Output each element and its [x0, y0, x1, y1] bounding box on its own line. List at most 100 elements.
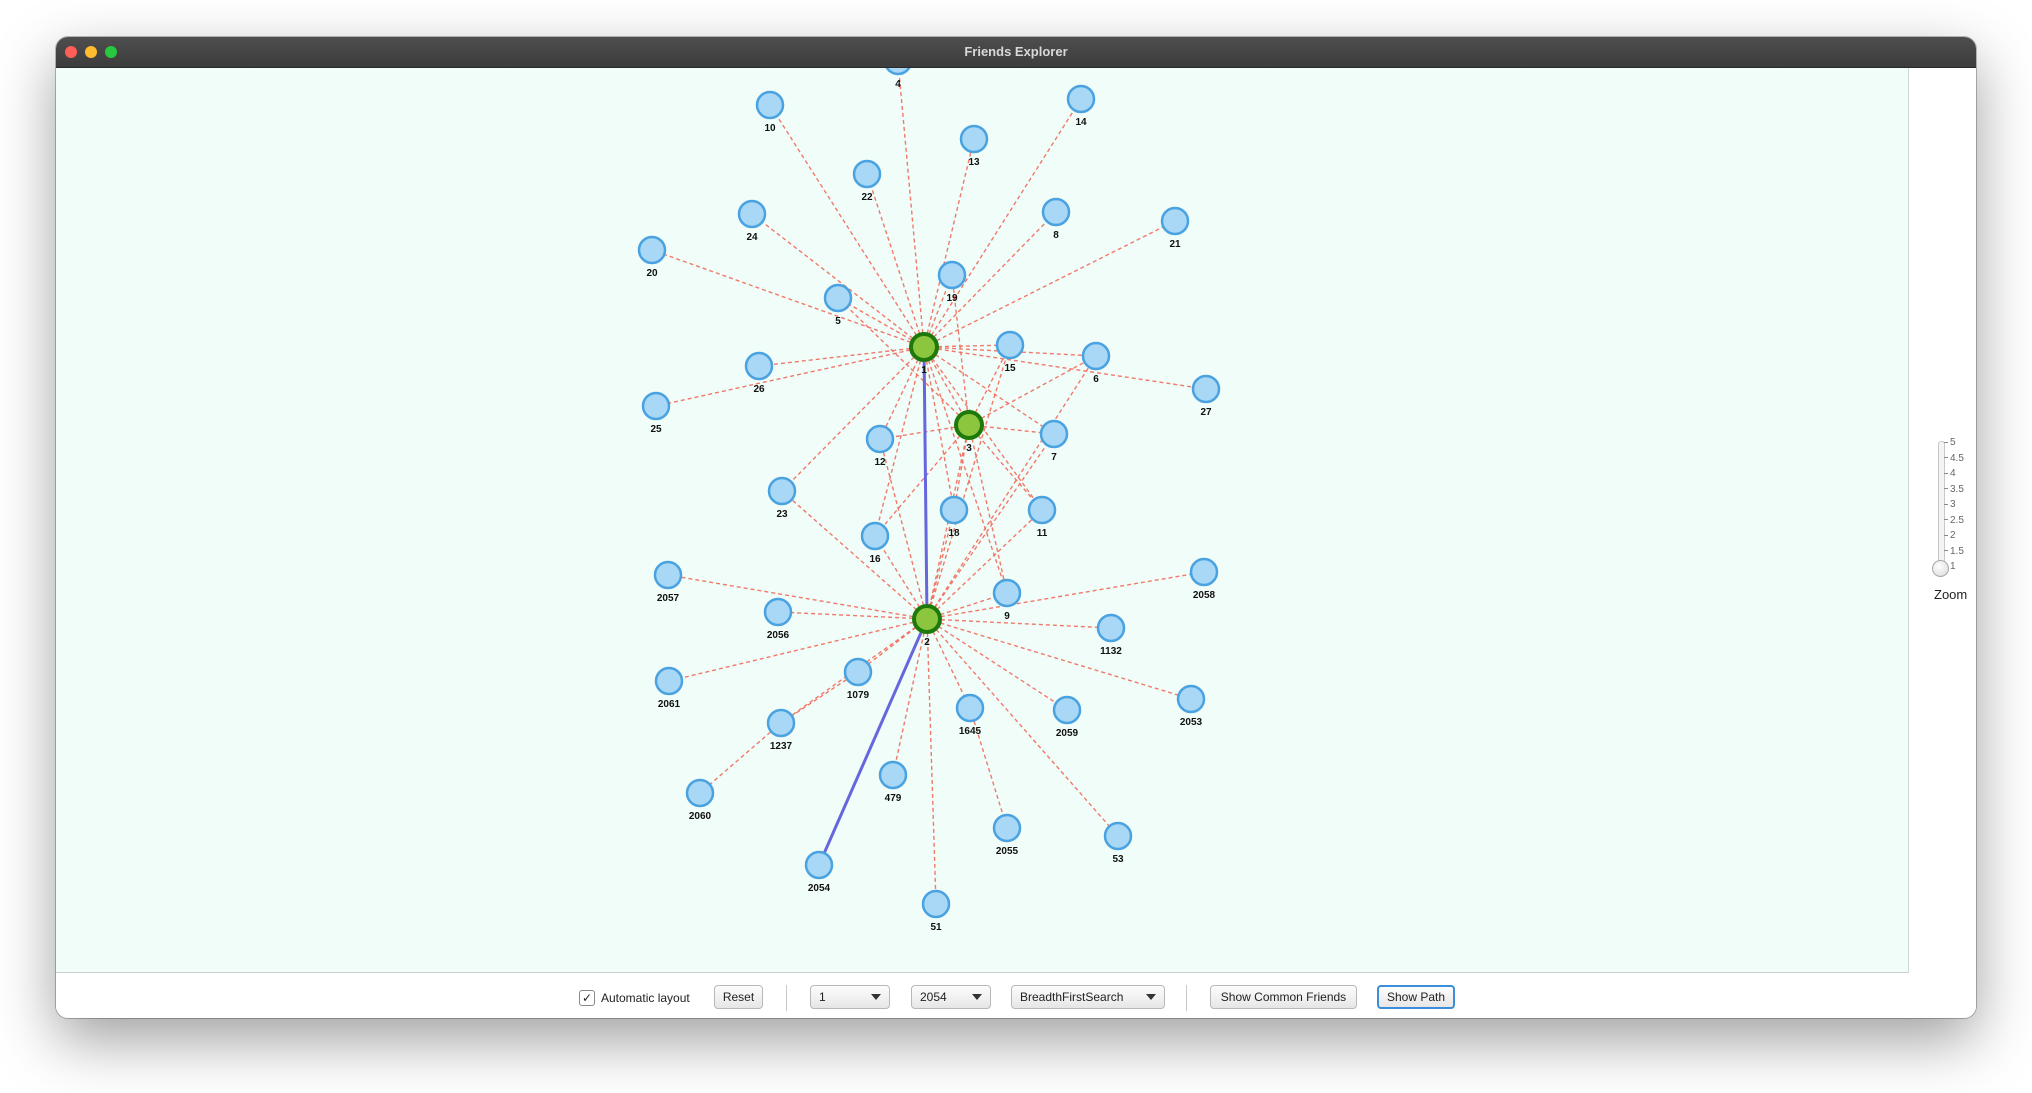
node-10[interactable]: 10	[755, 90, 785, 134]
node-circle[interactable]	[937, 260, 967, 290]
node-circle[interactable]	[823, 283, 853, 313]
node-circle[interactable]	[909, 332, 939, 362]
algorithm-select[interactable]: BreadthFirstSearch	[1011, 985, 1165, 1009]
node-circle[interactable]	[685, 778, 715, 808]
node-24[interactable]: 24	[737, 199, 767, 243]
from-node-select[interactable]: 1	[810, 985, 890, 1009]
node-2053[interactable]: 2053	[1176, 684, 1206, 728]
node-2057[interactable]: 2057	[653, 560, 683, 604]
node-23[interactable]: 23	[767, 476, 797, 520]
node-circle[interactable]	[755, 90, 785, 120]
node-26[interactable]: 26	[744, 351, 774, 395]
show-common-friends-button[interactable]: Show Common Friends	[1210, 985, 1357, 1009]
node-51[interactable]: 51	[921, 889, 951, 933]
node-circle[interactable]	[1066, 84, 1096, 114]
node-1645[interactable]: 1645	[955, 693, 985, 737]
node-1079[interactable]: 1079	[843, 657, 873, 701]
node-25[interactable]: 25	[641, 391, 671, 435]
node-circle[interactable]	[995, 330, 1025, 360]
node-circle[interactable]	[885, 68, 911, 76]
node-circle[interactable]	[637, 235, 667, 265]
node-7[interactable]: 7	[1039, 419, 1069, 463]
node-circle[interactable]	[921, 889, 951, 919]
node-circle[interactable]	[860, 521, 890, 551]
node-13[interactable]: 13	[959, 124, 989, 168]
node-circle[interactable]	[1039, 419, 1069, 449]
node-circle[interactable]	[737, 199, 767, 229]
node-circle[interactable]	[1103, 821, 1133, 851]
node-circle[interactable]	[1052, 695, 1082, 725]
node-16[interactable]: 16	[860, 521, 890, 565]
node-2061[interactable]: 2061	[654, 666, 684, 710]
node-circle[interactable]	[1096, 613, 1126, 643]
node-14[interactable]: 14	[1066, 84, 1096, 128]
node-label: 9	[1004, 611, 1010, 622]
node-2058[interactable]: 2058	[1189, 557, 1219, 601]
node-4[interactable]: 4	[885, 68, 911, 90]
node-3[interactable]: 3	[954, 410, 984, 454]
node-circle[interactable]	[852, 159, 882, 189]
node-circle[interactable]	[912, 604, 942, 634]
node-21[interactable]: 21	[1160, 206, 1190, 250]
node-circle[interactable]	[954, 410, 984, 440]
node-1237[interactable]: 1237	[766, 708, 796, 752]
node-27[interactable]: 27	[1191, 374, 1221, 418]
to-node-select[interactable]: 2054	[911, 985, 991, 1009]
node-circle[interactable]	[641, 391, 671, 421]
node-2059[interactable]: 2059	[1052, 695, 1082, 739]
node-53[interactable]: 53	[1103, 821, 1133, 865]
node-circle[interactable]	[763, 597, 793, 627]
node-11[interactable]: 11	[1027, 495, 1057, 539]
node-5[interactable]: 5	[823, 283, 853, 327]
node-6[interactable]: 6	[1081, 341, 1111, 385]
close-window-button[interactable]	[65, 46, 77, 58]
node-circle[interactable]	[939, 495, 969, 525]
node-circle[interactable]	[1160, 206, 1190, 236]
node-2[interactable]: 2	[912, 604, 942, 648]
node-circle[interactable]	[804, 850, 834, 880]
node-circle[interactable]	[992, 578, 1022, 608]
node-2054[interactable]: 2054	[804, 850, 834, 894]
node-8[interactable]: 8	[1041, 197, 1071, 241]
node-15[interactable]: 15	[995, 330, 1025, 374]
node-1132[interactable]: 1132	[1096, 613, 1126, 657]
show-path-button[interactable]: Show Path	[1377, 985, 1455, 1009]
automatic-layout-checkbox[interactable]: ✓ Automatic layout	[579, 988, 690, 1008]
node-20[interactable]: 20	[637, 235, 667, 279]
node-circle[interactable]	[1027, 495, 1057, 525]
node-circle[interactable]	[959, 124, 989, 154]
node-2055[interactable]: 2055	[992, 813, 1022, 857]
node-circle[interactable]	[865, 424, 895, 454]
node-circle[interactable]	[744, 351, 774, 381]
node-circle[interactable]	[653, 560, 683, 590]
node-circle[interactable]	[1081, 341, 1111, 371]
node-22[interactable]: 22	[852, 159, 882, 203]
node-circle[interactable]	[654, 666, 684, 696]
minimize-window-button[interactable]	[85, 46, 97, 58]
zoom-slider-thumb[interactable]	[1932, 560, 1949, 577]
node-circle[interactable]	[1189, 557, 1219, 587]
node-9[interactable]: 9	[992, 578, 1022, 622]
node-1[interactable]: 1	[909, 332, 939, 376]
node-18[interactable]: 18	[939, 495, 969, 539]
node-circle[interactable]	[955, 693, 985, 723]
node-circle[interactable]	[766, 708, 796, 738]
node-circle[interactable]	[843, 657, 873, 687]
node-12[interactable]: 12	[865, 424, 895, 468]
node-circle[interactable]	[1191, 374, 1221, 404]
node-2056[interactable]: 2056	[763, 597, 793, 641]
node-479[interactable]: 479	[878, 760, 908, 804]
node-circle[interactable]	[767, 476, 797, 506]
node-2060[interactable]: 2060	[685, 778, 715, 822]
node-19[interactable]: 19	[937, 260, 967, 304]
node-label: 2061	[658, 699, 681, 710]
node-circle[interactable]	[1041, 197, 1071, 227]
reset-button[interactable]: Reset	[714, 985, 763, 1009]
node-circle[interactable]	[992, 813, 1022, 843]
zoom-window-button[interactable]	[105, 46, 117, 58]
node-circle[interactable]	[1176, 684, 1206, 714]
checkmark-icon[interactable]: ✓	[579, 990, 595, 1006]
node-circle[interactable]	[878, 760, 908, 790]
